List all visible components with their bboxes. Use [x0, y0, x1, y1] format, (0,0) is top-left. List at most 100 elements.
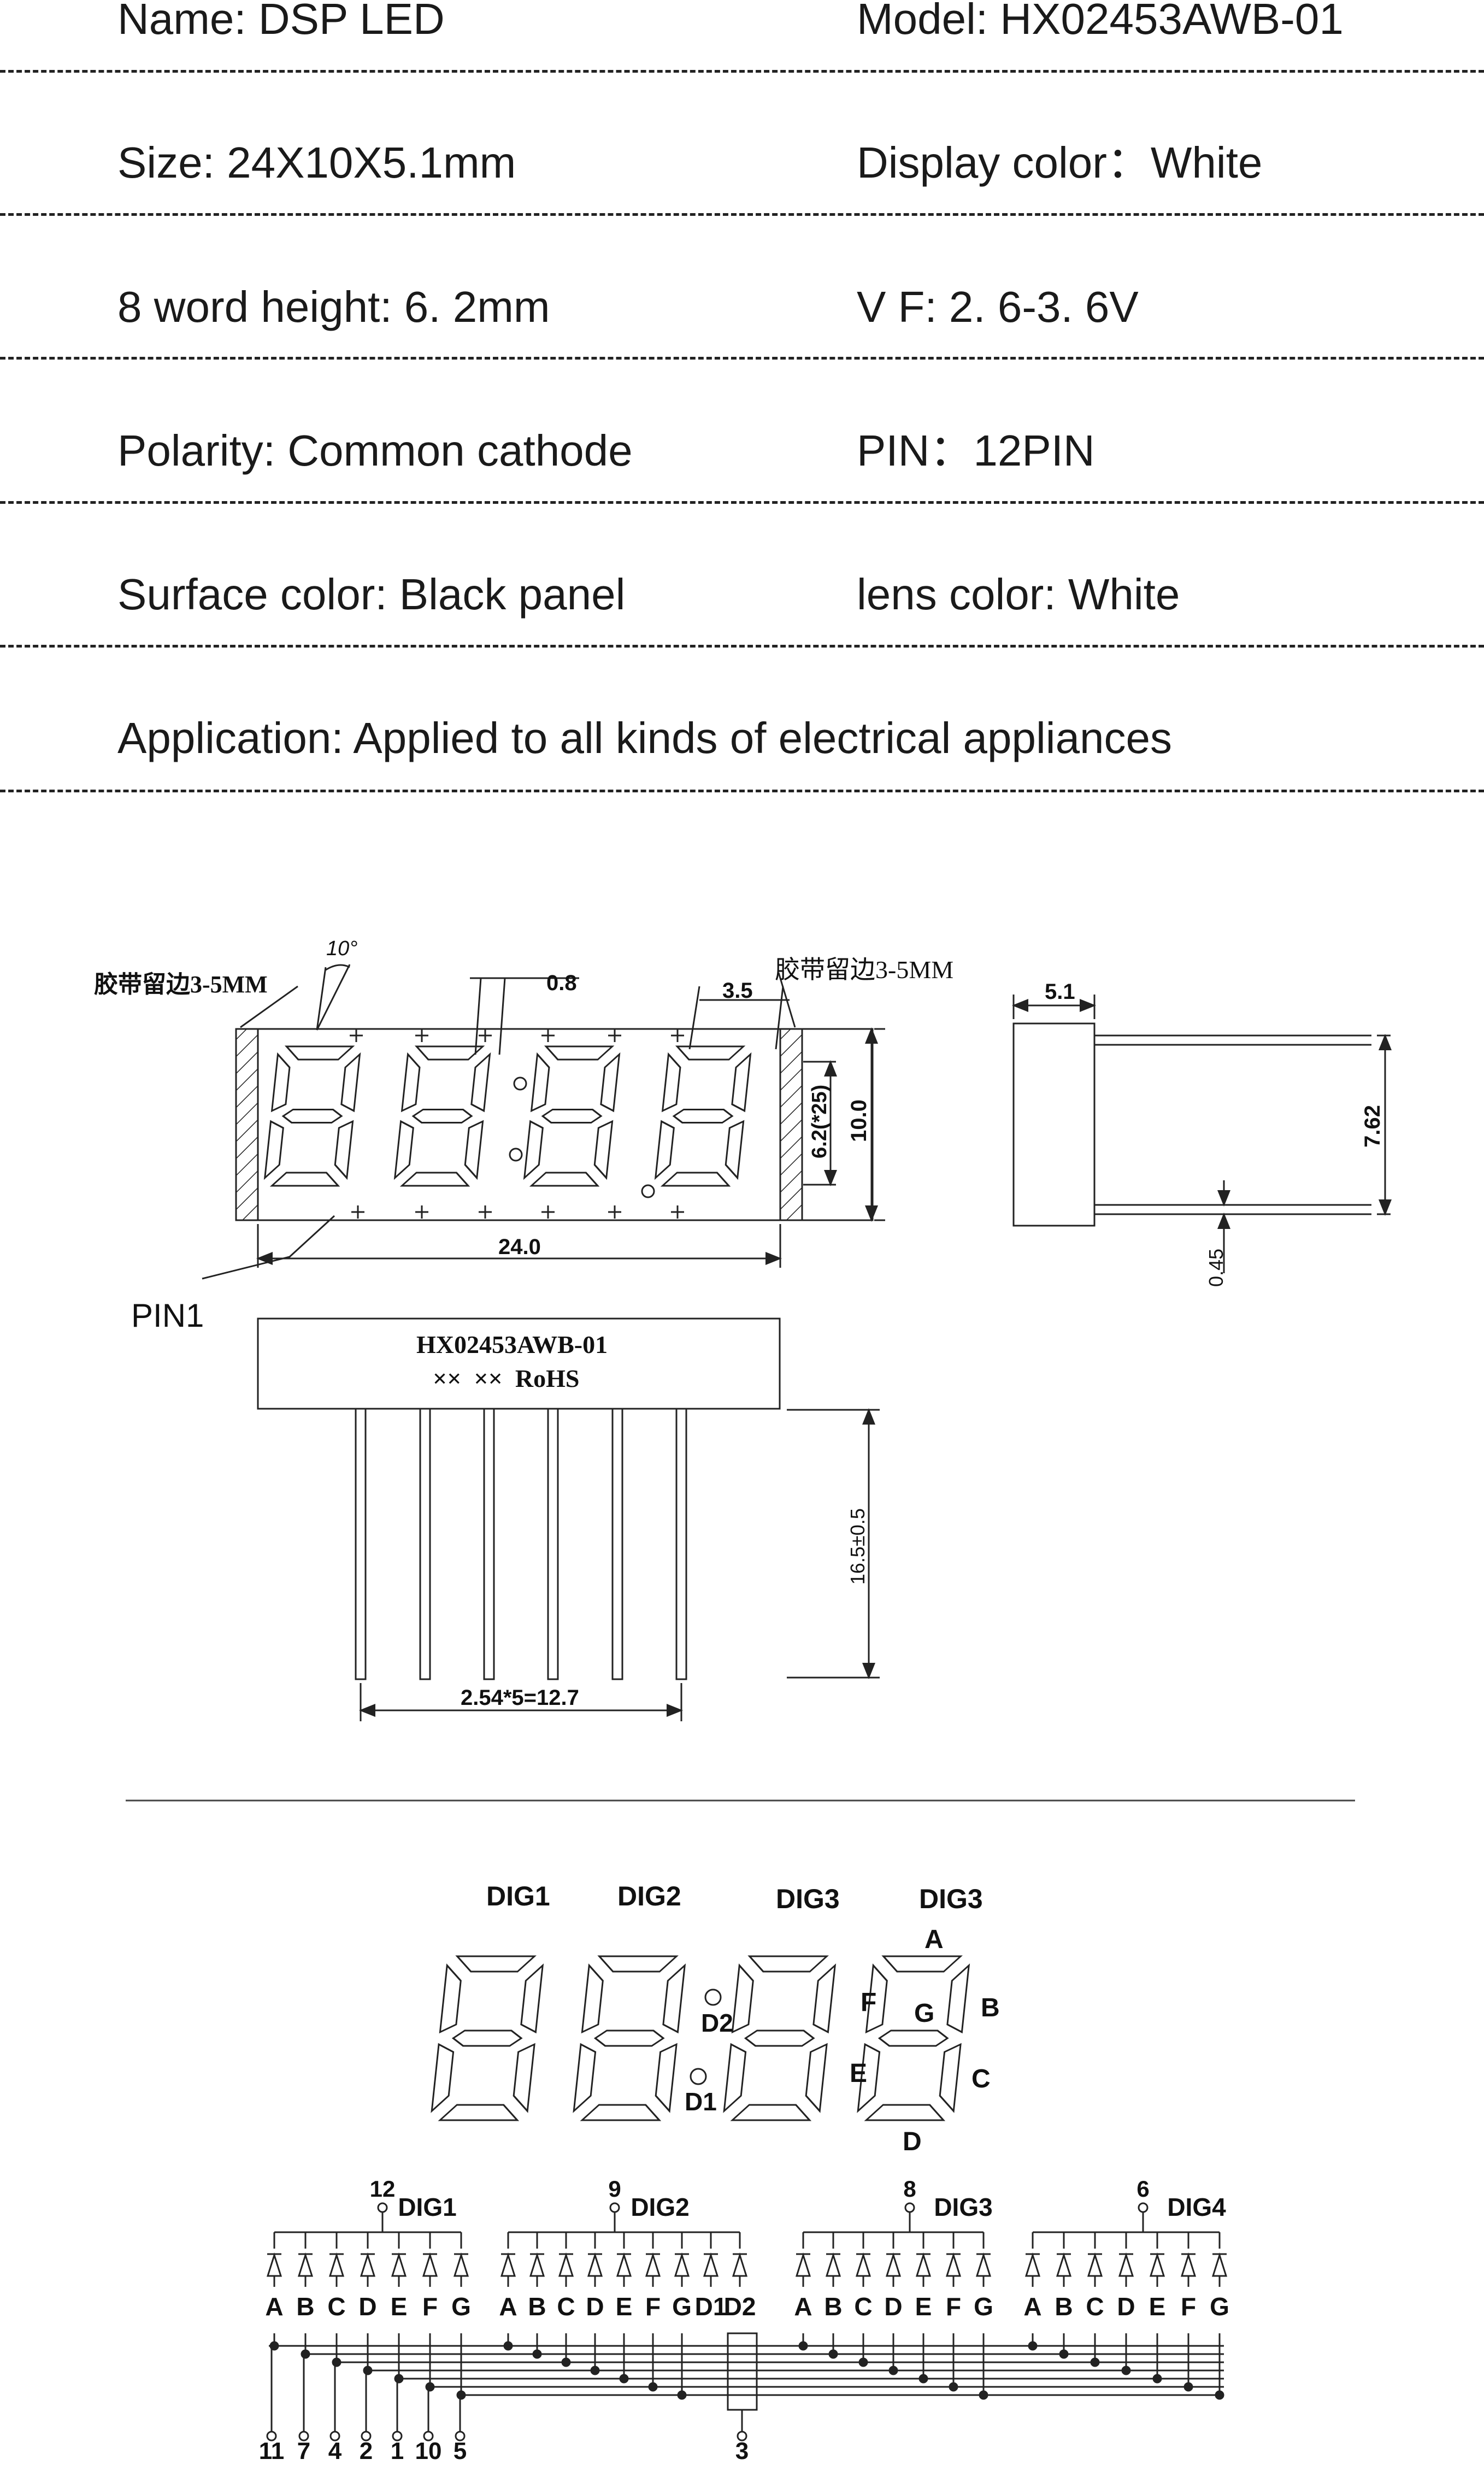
segment-e-label: E	[850, 2059, 867, 2088]
bottom-pin-number: 7	[297, 2438, 310, 2464]
digit-common-label: DIG1	[398, 2193, 456, 2221]
tape-note-right: 胶带留边3-5MM	[775, 956, 953, 984]
common-pin-number: 8	[903, 2176, 916, 2202]
depth-dim: 5.1	[1045, 980, 1075, 1004]
front-digit-2	[393, 1045, 491, 1187]
anode-label: B	[296, 2292, 314, 2321]
bottom-model: HX02453AWB-01	[416, 1331, 608, 1358]
anode-label: D1	[695, 2292, 727, 2321]
colon-top-label: D2	[701, 2009, 733, 2037]
bottom-pin-number: 10	[415, 2438, 442, 2464]
seg-width-dim: 0.8	[546, 971, 577, 995]
pin-dia-dim: 0.45	[1205, 1249, 1227, 1287]
anode-label: C	[854, 2292, 872, 2321]
height-dim: 10.0	[847, 1099, 871, 1142]
pitch-dim: 3.5	[722, 979, 753, 1003]
bottom-marks: ×× ×× RoHS	[433, 1364, 579, 1392]
anode-label: G	[974, 2292, 993, 2321]
front-digit-3	[523, 1045, 621, 1187]
pin-pitch-dim: 2.54*5=12.7	[461, 1686, 579, 1710]
pin1-label: PIN1	[131, 1297, 204, 1334]
dashed-divider	[0, 213, 1484, 216]
spec-value: lens color: White	[857, 570, 1180, 619]
plus-marks	[350, 1029, 684, 1219]
bottom-pin-number: 11	[259, 2438, 285, 2464]
angle-label: 10°	[326, 937, 357, 960]
dashed-divider	[0, 501, 1484, 504]
segment-c-label: C	[971, 2064, 991, 2093]
spec-label: Application: Applied to all kinds of ele…	[117, 714, 1173, 762]
seg-digit-label-2: DIG2	[617, 1881, 681, 1911]
bottom-pin-number: 2	[360, 2438, 373, 2464]
anode-label: D	[586, 2292, 604, 2321]
anode-label: D2	[724, 2292, 756, 2321]
common-pin-number: 6	[1136, 2176, 1149, 2202]
anode-label: B	[824, 2292, 842, 2321]
anode-label: G	[451, 2292, 471, 2321]
segment-f-label: F	[861, 1988, 876, 2017]
row-spacing-dim: 7.62	[1361, 1105, 1385, 1148]
anode-label: D	[358, 2292, 376, 2321]
spec-value: PIN：12PIN	[857, 426, 1095, 475]
dashed-divider	[0, 357, 1484, 360]
pin-length-dim: 16.5±0.5	[846, 1508, 869, 1585]
front-digits	[263, 1045, 752, 1187]
dashed-divider	[0, 70, 1484, 73]
anode-label: E	[616, 2292, 633, 2321]
anode-label: A	[794, 2292, 812, 2321]
spec-label: Size: 24X10X5.1mm	[117, 138, 516, 187]
bottom-pin-number: 5	[454, 2438, 467, 2464]
digit-common-label: DIG2	[631, 2193, 689, 2221]
segment-digit-4	[857, 1955, 970, 2121]
anode-label: D	[884, 2292, 902, 2321]
spec-label: 8 word height: 6. 2mm	[117, 283, 550, 331]
side-view	[1012, 995, 1392, 1273]
segment-digit-3	[723, 1955, 837, 2121]
seg-digit-label-3: DIG3	[776, 1884, 840, 1914]
anode-label: E	[915, 2292, 932, 2321]
anode-label: E	[391, 2292, 408, 2321]
segment-diagram	[431, 1955, 970, 2121]
anode-label: A	[265, 2292, 283, 2321]
seg-digit-label-1: DIG1	[486, 1881, 550, 1911]
bottom-view	[257, 1317, 880, 1721]
anode-label: G	[1210, 2292, 1229, 2321]
pins	[355, 1408, 687, 1680]
segment-digit-2	[573, 1955, 686, 2121]
spec-value: Model: HX02453AWB-01	[857, 0, 1344, 43]
front-view	[202, 964, 885, 1280]
anode-label: B	[1055, 2292, 1073, 2321]
width-dim: 24.0	[498, 1235, 541, 1259]
pin-circuit	[266, 2202, 1228, 2442]
spec-label: Polarity: Common cathode	[117, 426, 633, 475]
dashed-divider	[0, 790, 1484, 792]
colon-pin-number: 3	[735, 2438, 749, 2464]
segment-digit-1	[431, 1955, 544, 2121]
anode-label: B	[528, 2292, 546, 2321]
tape-note-left: 胶带留边3-5MM	[94, 971, 268, 998]
segment-b-label: B	[981, 1993, 1000, 2022]
anode-label: D	[1117, 2292, 1135, 2321]
anode-label: C	[1086, 2292, 1104, 2321]
anode-label: C	[557, 2292, 575, 2321]
spec-label: Name: DSP LED	[117, 0, 445, 43]
anode-label: F	[946, 2292, 961, 2321]
front-digit-4	[654, 1045, 752, 1187]
dashed-divider	[0, 645, 1484, 648]
colon-bottom-label: D1	[685, 2087, 717, 2116]
segment-g-label: G	[914, 1999, 934, 2028]
char-height-dim: 6.2(*25)	[808, 1085, 831, 1158]
spec-value: V F: 2. 6-3. 6V	[857, 283, 1139, 331]
anode-label: A	[1023, 2292, 1041, 2321]
segment-a-label: A	[924, 1925, 944, 1954]
anode-label: G	[672, 2292, 692, 2321]
spec-value: Display color：White	[857, 138, 1263, 187]
anode-label: F	[422, 2292, 438, 2321]
bottom-pin-number: 1	[391, 2438, 404, 2464]
anode-label: F	[1181, 2292, 1196, 2321]
anode-label: A	[499, 2292, 517, 2321]
segment-d-label: D	[903, 2127, 922, 2156]
digit-common-label: DIG3	[934, 2193, 992, 2221]
